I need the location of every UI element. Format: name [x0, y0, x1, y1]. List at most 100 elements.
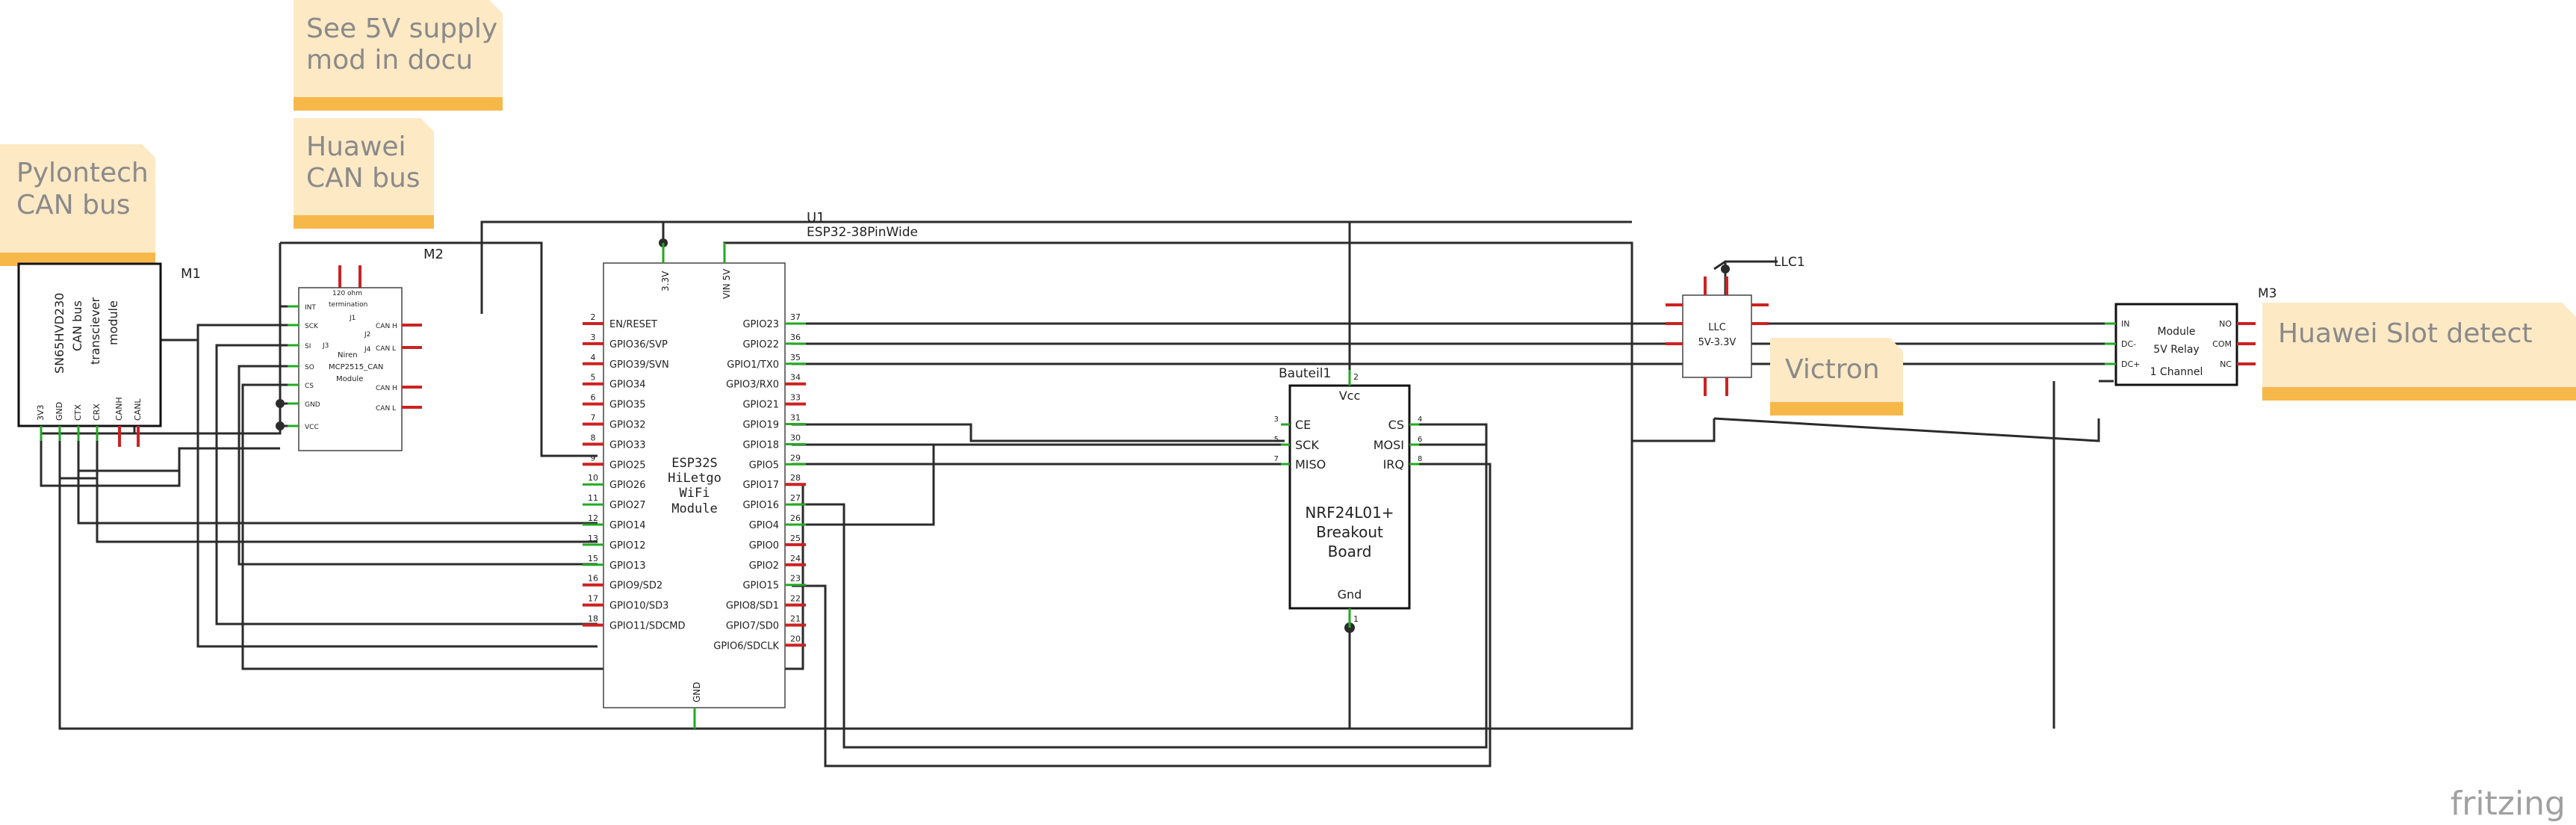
svg-text:Niren: Niren — [338, 351, 358, 359]
svg-text:Gnd: Gnd — [1338, 587, 1362, 602]
u1-right-pin-name: GPIO0 — [749, 540, 779, 551]
note-pylontech-can-line2: CAN bus — [16, 190, 131, 220]
nrf-right-pins: 4 6 8 CS MOSI IRQ — [1374, 415, 1423, 472]
note-huawei-can: Huawei CAN bus — [294, 118, 434, 229]
u1-left-pin-name: GPIO33 — [609, 439, 646, 451]
u1-left-pin-name: GPIO13 — [609, 560, 646, 572]
svg-text:SCK: SCK — [1295, 438, 1319, 452]
u1-left-pin-name: GPIO34 — [609, 380, 646, 391]
u1-left-pin-name: GPIO12 — [609, 540, 646, 551]
u1-right-pin-number: 35 — [790, 353, 801, 362]
u1-right-pin-name: GPIO17 — [742, 480, 779, 491]
u1-part: ESP32-38PinWide — [807, 225, 918, 240]
u1-right-pin-number: 20 — [790, 634, 801, 643]
u1-right-pin-name: GPIO5 — [749, 460, 779, 471]
svg-text:LLC: LLC — [1708, 322, 1726, 333]
m2-mcp2515-module: M2 120 ohm termination Niren MCP2515_CAN… — [288, 247, 444, 451]
u1-right-pin-name: GPIO21 — [742, 400, 779, 411]
u1-left-pin-number: 18 — [588, 614, 598, 624]
u1-left-pin-number: 17 — [588, 594, 598, 604]
u1-right-pin-name: GPIO15 — [742, 581, 779, 592]
svg-text:NO: NO — [2219, 319, 2232, 329]
note-supply-mod: See 5V supply mod in docu — [294, 0, 503, 111]
u1-right-pin-number: 25 — [790, 534, 801, 543]
svg-text:CTX: CTX — [73, 404, 83, 421]
svg-text:CRX: CRX — [92, 404, 102, 421]
svg-text:DC+: DC+ — [2121, 359, 2140, 369]
svg-text:SN65HVD230: SN65HVD230 — [52, 293, 66, 374]
u1-right-pin-name: GPIO7/SD0 — [726, 621, 779, 632]
u1-right-pin-number: 37 — [790, 312, 801, 322]
u1-right-pin-number: 28 — [790, 473, 801, 483]
m3-ref: M3 — [2258, 286, 2276, 301]
svg-text:SO: SO — [305, 364, 314, 371]
m1-title: SN65HVD230 CAN bus transciever module — [52, 293, 120, 374]
u1-right-pin-name: GPIO18 — [742, 439, 779, 451]
u1-right-pins: 37GPIO2336GPIO2235GPIO1/TX034GPIO3/RX033… — [713, 312, 806, 652]
svg-text:3.3V: 3.3V — [660, 271, 671, 291]
llc-level-converter: LLC1 LLC 5V-3.3V — [1666, 255, 1805, 396]
svg-text:DC-: DC- — [2121, 339, 2136, 349]
note-victron-text: Victron — [1785, 354, 1880, 385]
u1-right-pin-number: 26 — [790, 513, 801, 523]
u1-left-pin-number: 16 — [588, 574, 598, 584]
u1-right-pin-name: GPIO2 — [749, 560, 779, 572]
svg-text:120 ohm: 120 ohm — [332, 290, 362, 297]
svg-text:GND: GND — [692, 682, 702, 702]
u1-right-pin-number: 30 — [790, 433, 801, 442]
svg-text:CAN H: CAN H — [376, 385, 397, 392]
note-victron: Victron — [1770, 338, 1903, 415]
u1-right-pin-number: 24 — [790, 554, 801, 563]
note-supply-mod-line1: See 5V supply — [306, 13, 497, 44]
svg-text:CANH: CANH — [114, 397, 124, 421]
svg-text:J1: J1 — [349, 315, 356, 322]
svg-text:Vcc: Vcc — [1339, 389, 1361, 403]
svg-text:GND: GND — [305, 401, 320, 409]
u1-left-pin-number: 8 — [591, 433, 596, 442]
svg-text:SCK: SCK — [305, 323, 319, 330]
svg-text:J4: J4 — [364, 346, 371, 353]
nrf24-breakout: Bauteil1 2 Vcc 1 Gnd NRF24L01+ Breakout … — [1274, 366, 1423, 628]
svg-text:IRQ: IRQ — [1383, 457, 1404, 472]
svg-text:NRF24L01+: NRF24L01+ — [1305, 504, 1394, 522]
svg-text:5V-3.3V: 5V-3.3V — [1698, 337, 1737, 348]
u1-right-pin-number: 29 — [790, 453, 801, 463]
u1-left-pin-name: GPIO25 — [609, 460, 646, 471]
svg-text:HiLetgo: HiLetgo — [668, 471, 721, 486]
svg-text:SI: SI — [305, 343, 311, 350]
nrf-ref: Bauteil1 — [1279, 366, 1331, 381]
note-huawei-slot: Huawei Slot detect — [2262, 303, 2576, 401]
u1-left-pin-number: 3 — [591, 333, 596, 342]
u1-right-pin-name: GPIO19 — [742, 420, 779, 431]
u1-right-pin-number: 33 — [790, 393, 801, 403]
svg-text:IN: IN — [2121, 319, 2129, 329]
svg-text:Module: Module — [671, 501, 717, 516]
svg-text:VCC: VCC — [305, 424, 319, 431]
u1-left-pin-number: 5 — [591, 373, 596, 383]
svg-text:MCP2515_CAN: MCP2515_CAN — [329, 363, 383, 371]
u1-ref: U1 — [807, 210, 825, 226]
u1-left-pin-number: 11 — [588, 493, 598, 503]
svg-text:4: 4 — [1418, 415, 1422, 424]
svg-text:1: 1 — [1353, 614, 1359, 624]
svg-text:termination: termination — [329, 301, 367, 309]
svg-text:MOSI: MOSI — [1374, 438, 1404, 452]
u1-title: ESP32S HiLetgo WiFi Module — [668, 456, 721, 516]
u1-right-pin-number: 22 — [790, 594, 801, 604]
u1-left-pin-name: GPIO9/SD2 — [609, 581, 662, 592]
note-pylontech-can: Pylontech CAN bus — [0, 144, 155, 266]
u1-right-pin-name: GPIO6/SDCLK — [713, 640, 779, 652]
svg-text:J3: J3 — [322, 342, 329, 350]
svg-text:7: 7 — [1274, 455, 1279, 463]
u1-right-pin-name: GPIO22 — [742, 339, 779, 350]
note-supply-mod-line2: mod in docu — [306, 45, 473, 75]
note-huawei-can-line2: CAN bus — [306, 163, 420, 194]
m2-ref: M2 — [423, 247, 444, 262]
m1-pins: 3V3 GND CTX CRX CANH CANL — [36, 397, 143, 447]
relay-right-pins: NO COM NC — [2212, 319, 2256, 369]
u1-left-pin-name: GPIO35 — [609, 400, 646, 411]
note-huawei-slot-text: Huawei Slot detect — [2278, 318, 2533, 349]
svg-text:2: 2 — [1353, 372, 1359, 382]
u1-esp32-module: U1 ESP32-38PinWide 3.3V VIN 5V GND ESP32… — [583, 210, 918, 729]
